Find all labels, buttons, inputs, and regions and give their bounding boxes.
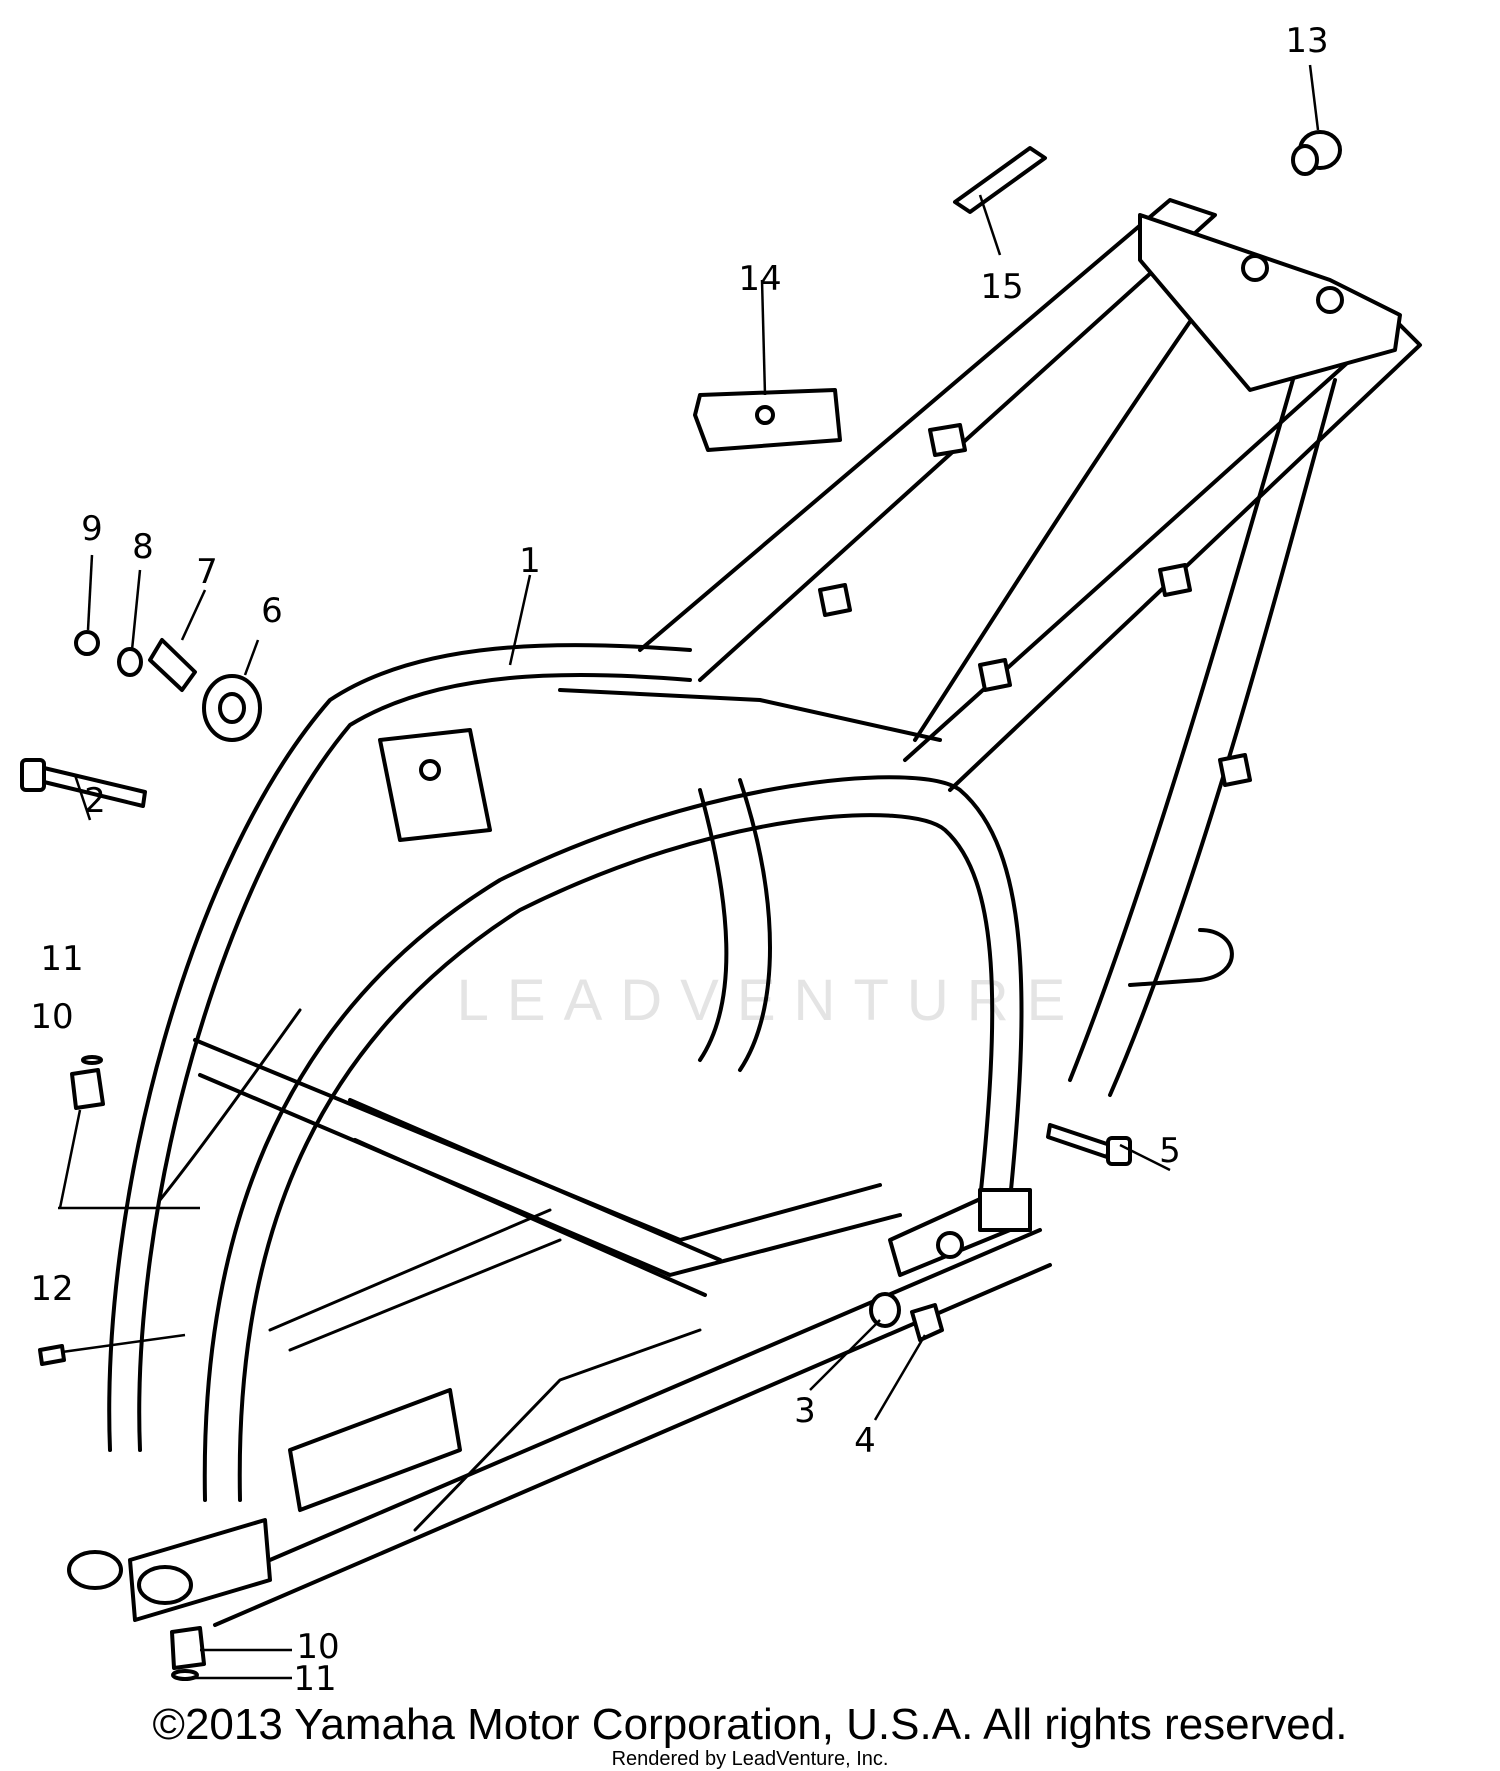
part-7-collar	[148, 638, 197, 692]
callout-2: 2	[84, 781, 106, 821]
leader-lines	[58, 64, 1320, 1680]
callout-3: 3	[794, 1391, 816, 1431]
part-13-rubber	[1291, 130, 1342, 176]
callout-10-lower: 10	[296, 1627, 339, 1667]
part-6-bushing	[202, 674, 262, 742]
part-9-bolt	[74, 630, 100, 656]
callout-12: 12	[30, 1269, 73, 1309]
part-15-strip	[953, 146, 1047, 214]
part-11-clip-lower	[171, 1669, 199, 1681]
callout-1: 1	[519, 541, 541, 581]
part-11-clip-upper	[81, 1055, 103, 1065]
part-4-nut	[910, 1303, 944, 1342]
callout-7: 7	[196, 552, 218, 592]
callout-14: 14	[738, 259, 781, 299]
rendered-by-notice: Rendered by LeadVenture, Inc.	[611, 1748, 889, 1770]
callout-5: 5	[1159, 1131, 1181, 1171]
callout-8: 8	[132, 527, 154, 567]
part-3-washer	[869, 1292, 901, 1328]
callout-10-upper: 10	[30, 997, 73, 1037]
part-12-fitting	[38, 1344, 66, 1366]
main-frame	[67, 198, 1422, 1627]
callout-9: 9	[81, 509, 103, 549]
callout-labels: 1 2 3 4 5 6 7 8 9 10 11 12 13 14 15 10 1…	[30, 21, 1328, 1699]
callout-11-upper: 11	[40, 939, 83, 979]
callout-6: 6	[261, 591, 283, 631]
part-8-washer	[117, 647, 143, 677]
copyright-notice: ©2013 Yamaha Motor Corporation, U.S.A. A…	[152, 1700, 1348, 1749]
callout-11-lower: 11	[293, 1659, 336, 1699]
callout-4: 4	[854, 1421, 876, 1461]
callout-13: 13	[1285, 21, 1328, 61]
part-10-cap-lower	[170, 1626, 206, 1670]
part-5-bolt	[1046, 1123, 1132, 1166]
part-2-bolt	[20, 758, 147, 808]
part-10-cap-upper	[70, 1068, 105, 1110]
callout-15: 15	[980, 267, 1023, 307]
